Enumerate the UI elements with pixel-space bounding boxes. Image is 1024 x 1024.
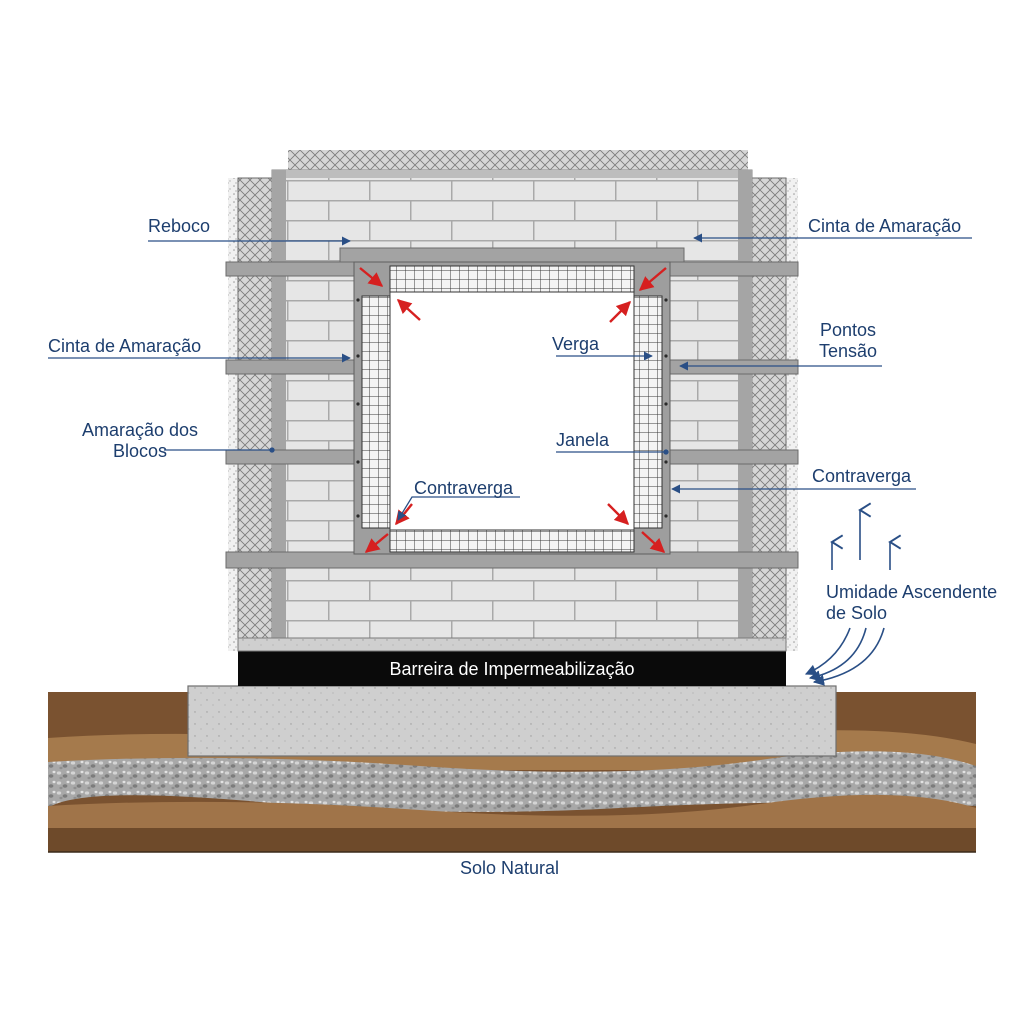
column-right	[751, 177, 787, 639]
label-umidade-line2: de Solo	[826, 603, 888, 623]
label-verga: Verga	[552, 334, 600, 354]
label-amaracao-line1: Amaração dos	[81, 420, 199, 440]
tie-beams	[225, 247, 799, 569]
label-pontos-tensao: Pontos Tensão	[812, 320, 884, 362]
column-left	[237, 177, 273, 639]
right-jamb-mesh	[633, 295, 663, 529]
plaster-top	[288, 150, 748, 170]
plaster-left	[228, 178, 240, 651]
label-pontos-line2: Tensão	[818, 341, 878, 361]
label-contraverga-right: Contraverga	[812, 466, 912, 486]
moisture-arrow-icon	[804, 502, 902, 686]
left-jamb-mesh	[361, 295, 391, 529]
verga-mesh	[389, 265, 635, 293]
label-reboco: Reboco	[148, 216, 211, 236]
label-umidade-line1: Umidade Ascendente	[826, 582, 998, 602]
plaster-right	[786, 178, 798, 651]
foundation-footing	[187, 685, 837, 757]
label-amaracao-line2: Blocos	[112, 441, 168, 461]
label-umidade-ascendente: Umidade Ascendente de Solo	[826, 582, 997, 624]
label-cinta-amaracao-left: Cinta de Amaração	[48, 336, 202, 356]
label-solo-natural: Solo Natural	[460, 858, 560, 878]
waterproofing-barrier	[238, 651, 786, 686]
contraverga-mesh	[389, 529, 635, 553]
label-cinta-amaracao-right: Cinta de Amaração	[808, 216, 962, 236]
window-opening	[389, 291, 635, 531]
label-contraverga-left: Contraverga	[414, 478, 514, 498]
label-janela: Janela	[556, 430, 610, 450]
label-pontos-line1: Pontos	[819, 320, 877, 340]
label-amaracao-blocos: Amaração dos Blocos	[74, 420, 206, 462]
label-barreira: Barreira de Impermeabilização	[389, 659, 635, 679]
leader-lines	[48, 233, 972, 521]
